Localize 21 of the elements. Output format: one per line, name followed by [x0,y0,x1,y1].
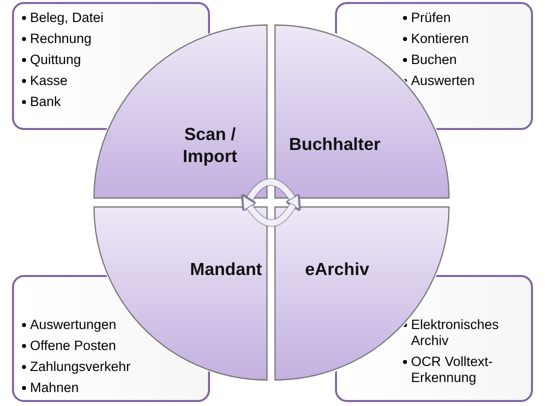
list-item: Buchen [411,52,457,67]
segment-label: Mandant [189,258,262,280]
list-item: Elektronisches Archiv [411,317,499,348]
list-item: Bank [30,94,61,109]
segment-label: Buchhalter [289,133,382,155]
list-item: Mahnen [30,380,79,395]
list-item: Zahlungsverkehr [30,359,131,374]
list-item: Quittung [30,52,82,67]
list-item: Beleg, Datei [30,10,104,25]
list-item: Prüfen [411,10,451,25]
list-item: Auswertungen [30,317,116,332]
curved-arrow [246,179,300,211]
segment-label: eArchiv [305,258,370,280]
curved-arrow [242,194,296,226]
list-item: Kontieren [411,31,469,46]
list-item: Offene Posten [30,338,116,353]
segment-label: Scan / Import [182,123,238,167]
list-item: Rechnung [30,31,92,46]
list-item: Kasse [30,73,68,88]
list-item: OCR Volltext-Erkennung [411,354,493,385]
list-item: Auswerten [411,73,475,88]
